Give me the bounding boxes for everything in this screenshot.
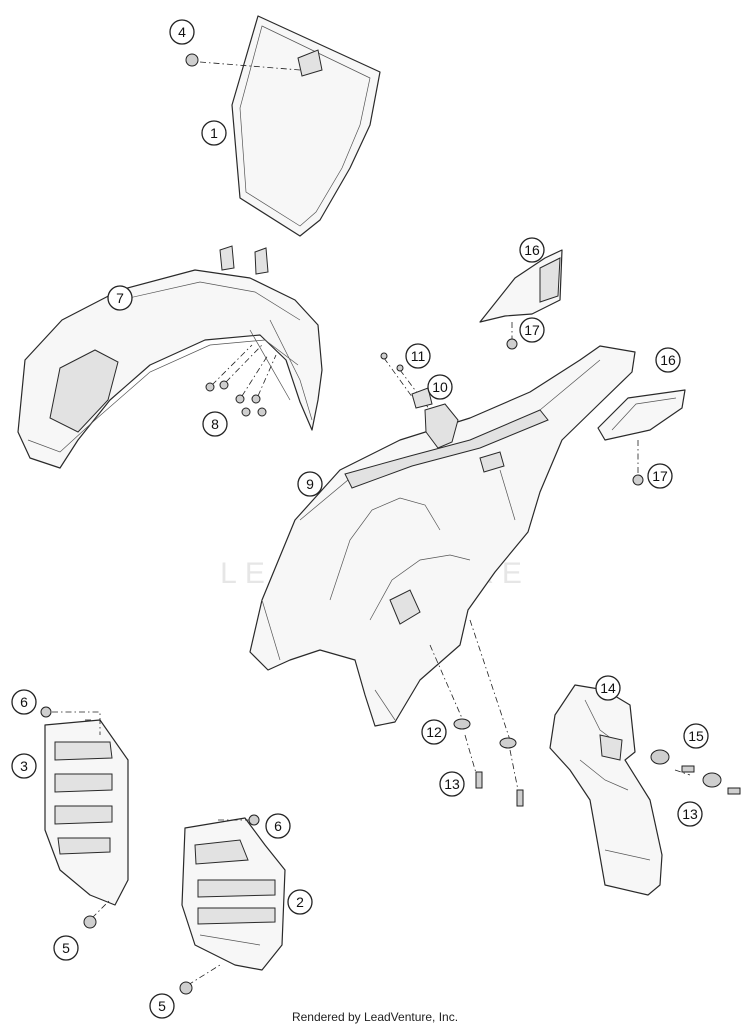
svg-text:8: 8 bbox=[211, 416, 219, 432]
svg-text:17: 17 bbox=[652, 468, 668, 484]
svg-text:1: 1 bbox=[210, 125, 218, 141]
part-grommets-15 bbox=[650, 749, 722, 788]
svg-text:7: 7 bbox=[116, 290, 124, 306]
part-mud-flap bbox=[549, 684, 663, 896]
svg-text:14: 14 bbox=[600, 680, 616, 696]
part-bracket-10 bbox=[411, 387, 433, 409]
svg-text:13: 13 bbox=[682, 806, 698, 822]
svg-text:2: 2 bbox=[296, 894, 304, 910]
part-washers-12 bbox=[453, 718, 517, 749]
callout-7: 7 bbox=[107, 285, 133, 311]
svg-text:13: 13 bbox=[444, 776, 460, 792]
part-radiator-shroud-right bbox=[181, 817, 286, 971]
part-screw-17-upper bbox=[506, 322, 518, 350]
callout-8: 8 bbox=[202, 411, 228, 437]
callout-13-right: 13 bbox=[677, 801, 703, 827]
part-side-cover-16-upper bbox=[479, 249, 563, 323]
part-screw-17-lower bbox=[632, 440, 644, 486]
svg-text:10: 10 bbox=[432, 379, 448, 395]
part-radiator-shroud-left bbox=[44, 719, 129, 906]
part-screw-6-left bbox=[40, 706, 101, 735]
callout-14: 14 bbox=[595, 675, 621, 701]
callout-17-upper: 17 bbox=[519, 317, 545, 343]
svg-text:9: 9 bbox=[306, 476, 314, 492]
callout-6-left: 6 bbox=[11, 689, 37, 715]
svg-text:6: 6 bbox=[274, 818, 282, 834]
svg-text:5: 5 bbox=[62, 940, 70, 956]
svg-text:16: 16 bbox=[660, 352, 676, 368]
callout-9: 9 bbox=[297, 471, 323, 497]
svg-text:11: 11 bbox=[411, 348, 426, 364]
svg-text:12: 12 bbox=[426, 724, 442, 740]
callout-3: 3 bbox=[11, 753, 37, 779]
svg-text:17: 17 bbox=[524, 322, 540, 338]
svg-text:4: 4 bbox=[178, 24, 186, 40]
part-screw-6-right bbox=[218, 814, 260, 826]
footer-credit: Rendered by LeadVenture, Inc. bbox=[291, 1010, 459, 1024]
callout-13-center: 13 bbox=[439, 771, 465, 797]
part-side-cover-16-lower bbox=[597, 389, 686, 441]
part-screw-4 bbox=[185, 53, 301, 71]
callout-2: 2 bbox=[287, 889, 313, 915]
svg-text:16: 16 bbox=[524, 242, 540, 258]
svg-text:6: 6 bbox=[20, 694, 28, 710]
callout-5-right: 5 bbox=[149, 993, 175, 1019]
part-number-plate bbox=[231, 15, 381, 237]
part-nut-5-left bbox=[83, 899, 111, 929]
callout-15: 15 bbox=[683, 723, 709, 749]
callout-17-lower: 17 bbox=[647, 463, 673, 489]
callout-4: 4 bbox=[169, 19, 195, 45]
svg-text:5: 5 bbox=[158, 998, 166, 1014]
callout-6-right: 6 bbox=[265, 813, 291, 839]
callout-16-upper: 16 bbox=[519, 237, 545, 263]
callout-11: 11 bbox=[405, 343, 431, 369]
callout-16-lower: 16 bbox=[655, 347, 681, 373]
part-bolts-13 bbox=[475, 771, 524, 807]
callout-10: 10 bbox=[427, 374, 453, 400]
part-bolts-13-right bbox=[674, 765, 741, 795]
callout-12: 12 bbox=[421, 719, 447, 745]
svg-text:15: 15 bbox=[688, 728, 704, 744]
svg-text:3: 3 bbox=[20, 758, 28, 774]
part-rear-fender bbox=[249, 345, 636, 727]
part-front-fender bbox=[17, 245, 323, 469]
callout-5-left: 5 bbox=[53, 935, 79, 961]
part-bolts-8 bbox=[205, 344, 277, 417]
callout-1: 1 bbox=[201, 120, 227, 146]
part-nut-5-right bbox=[179, 964, 221, 995]
